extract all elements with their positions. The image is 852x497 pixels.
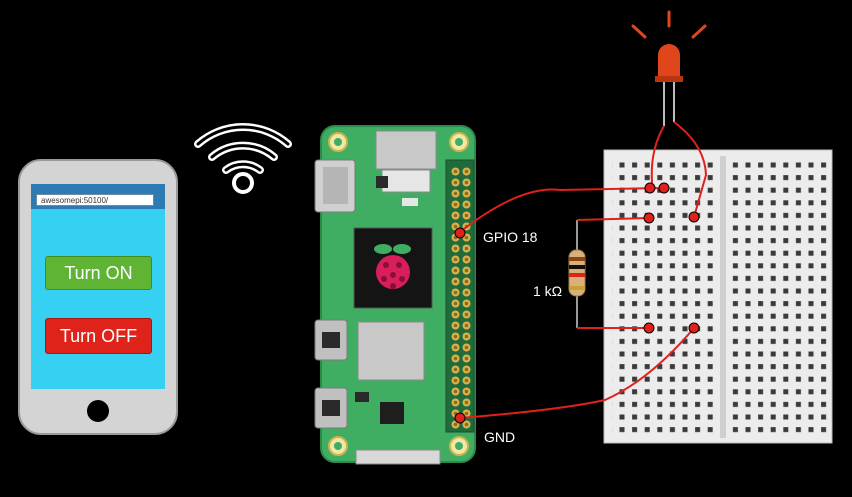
led — [631, 10, 707, 126]
wire-led-anode — [673, 121, 708, 218]
breadboard — [603, 149, 833, 444]
wire-gpio18 — [459, 187, 665, 233]
wifi-icon — [194, 123, 292, 194]
turn-on-button[interactable]: Turn ON — [45, 256, 152, 290]
wire-led-cathode — [649, 125, 665, 189]
raspberry-logo-icon — [374, 244, 411, 289]
resistor-label: 1 kΩ — [533, 283, 563, 299]
wire-gnd — [459, 327, 695, 419]
resistor — [568, 220, 586, 328]
led-light-rays — [631, 10, 707, 39]
gpio18-label: GPIO 18 — [483, 229, 538, 245]
raspberry-pi-board — [314, 125, 476, 465]
gnd-label: GND — [484, 429, 516, 445]
wires — [459, 121, 708, 419]
turn-off-button[interactable]: Turn OFF — [45, 318, 152, 354]
wire-resistor-top — [576, 217, 650, 221]
home-button — [87, 400, 109, 422]
url-bar[interactable]: awesomepi:50100/ — [36, 194, 154, 206]
wire-endpoints — [454, 182, 700, 424]
